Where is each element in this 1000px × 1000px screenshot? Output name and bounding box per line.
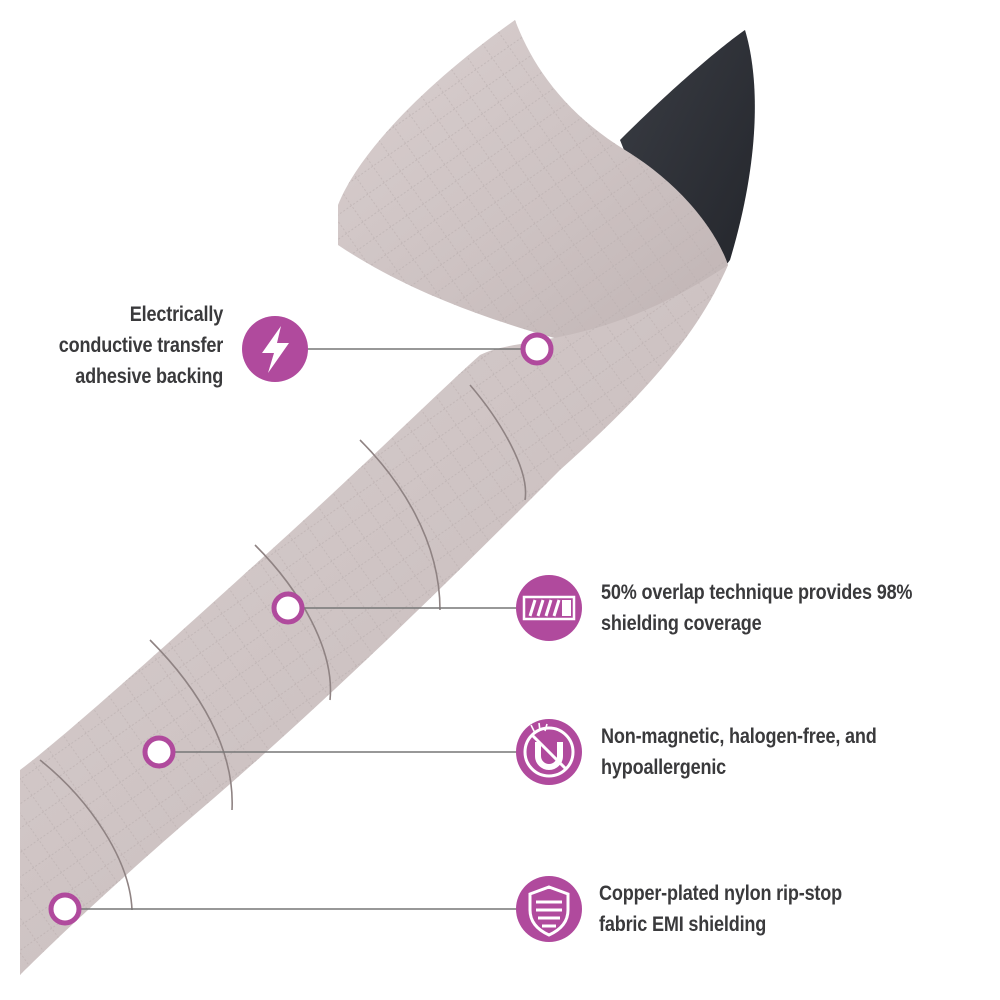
marker-shielding [48,892,82,926]
callout-line: 50% overlap technique provides 98% [601,581,913,604]
callout-line: adhesive backing [75,365,223,388]
leader-lines [80,348,522,910]
marker-nonmagnetic [142,735,176,769]
overlap-wrap-icon [516,575,582,641]
marker-points [48,332,554,926]
overlap-seams [39,384,527,911]
shield-icon [516,876,582,942]
callout-line: fabric EMI shielding [599,913,767,936]
callout-line: Copper-plated nylon rip-stop [599,882,843,905]
callout-line: shielding coverage [601,612,762,635]
callout-overlap-label: 50% overlap technique provides 98% shiel… [601,577,913,639]
callout-nonmagnetic-label: Non-magnetic, halogen-free, and hypoalle… [601,721,877,783]
cable-core [620,30,755,300]
callout-line: Non-magnetic, halogen-free, and [601,725,877,748]
callout-adhesive-label: Electrically conductive transfer adhesiv… [58,299,224,392]
no-magnet-icon [516,719,582,785]
marker-overlap [271,591,305,625]
callout-line: conductive transfer [58,334,224,357]
marker-adhesive [520,332,554,366]
lightning-bolt-icon [242,316,308,382]
callout-line: Electrically [129,303,223,326]
callout-line: hypoallergenic [601,756,727,779]
callout-shielding-label: Copper-plated nylon rip-stop fabric EMI … [599,878,842,940]
